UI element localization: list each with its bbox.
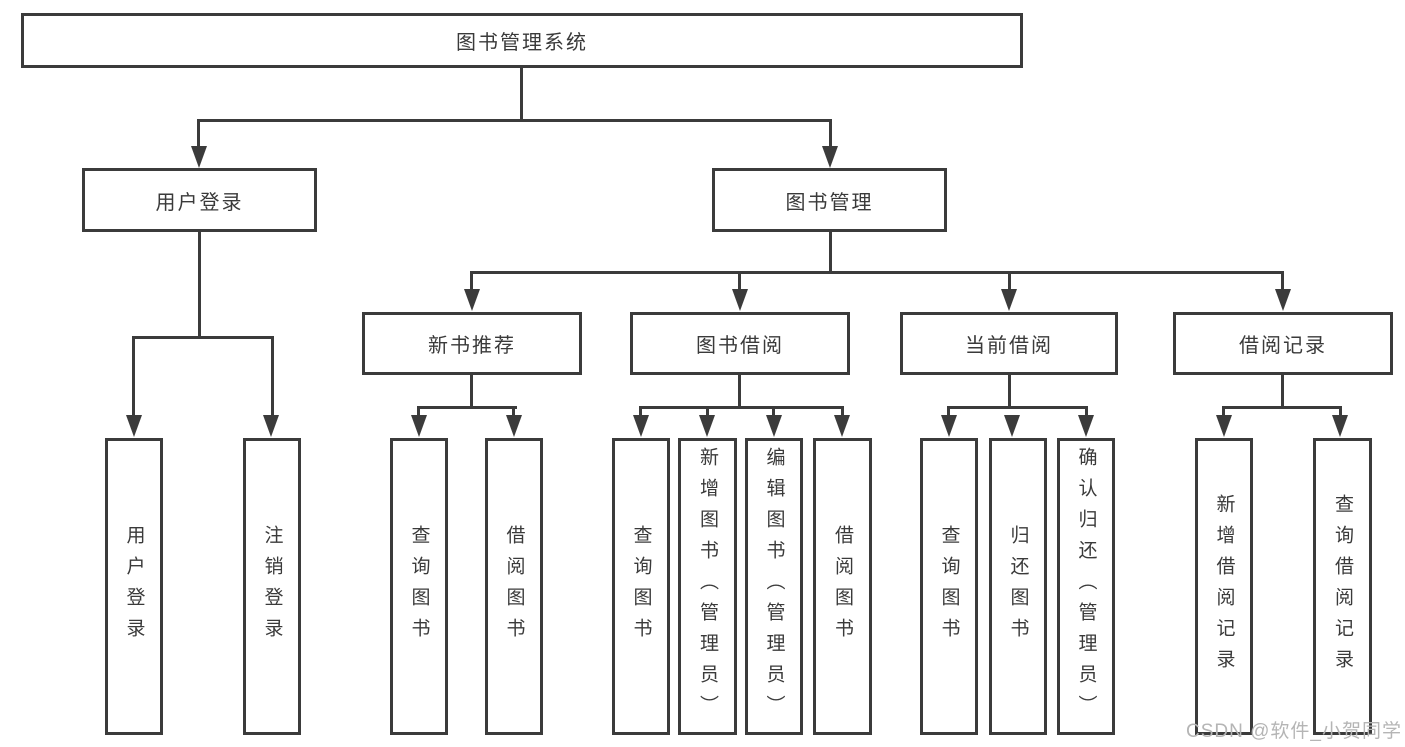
- leaf-borrow-books-recommend: 借阅图书: [485, 438, 543, 735]
- leaf-user-login: 用户登录: [105, 438, 163, 735]
- arrowhead-down-icon: [732, 289, 748, 311]
- arrowhead-down-icon: [822, 146, 838, 168]
- connector-line: [947, 406, 950, 418]
- node-root-label: 图书管理系统: [456, 32, 588, 54]
- connector-line: [829, 119, 832, 151]
- leaf-add-borrow-record: 新增借阅记录: [1195, 438, 1253, 735]
- leaf-query-books-current-label: 查询图书: [938, 524, 960, 649]
- connector-line: [417, 406, 420, 418]
- leaf-borrow-books-borrowing: 借阅图书: [813, 438, 872, 735]
- connector-line: [1222, 406, 1225, 418]
- leaf-query-books-current: 查询图书: [920, 438, 978, 735]
- connector-line: [470, 374, 473, 409]
- leaf-add-books-admin: 新增图书（管理员）: [678, 438, 737, 735]
- arrowhead-down-icon: [1004, 415, 1020, 437]
- node-book-borrowing-label: 图书借阅: [696, 335, 784, 357]
- node-borrowing-records-label: 借阅记录: [1239, 335, 1327, 357]
- connector-line: [512, 406, 515, 418]
- leaf-add-borrow-record-label: 新增借阅记录: [1213, 493, 1235, 680]
- connector-line: [829, 230, 832, 274]
- leaf-user-login-label: 用户登录: [123, 524, 145, 649]
- node-current-borrowing: 当前借阅: [900, 312, 1118, 375]
- arrowhead-down-icon: [1275, 289, 1291, 311]
- node-book-management: 图书管理: [712, 168, 947, 232]
- leaf-logout-label: 注销登录: [261, 524, 283, 649]
- connector-line: [1085, 406, 1088, 418]
- arrowhead-down-icon: [1078, 415, 1094, 437]
- node-borrowing-records: 借阅记录: [1173, 312, 1393, 375]
- arrowhead-down-icon: [1216, 415, 1232, 437]
- node-new-book-recommend-label: 新书推荐: [428, 335, 516, 357]
- node-book-management-label: 图书管理: [785, 191, 874, 214]
- connector-line: [417, 406, 517, 409]
- leaf-confirm-return-admin-label: 确认归还（管理员）: [1075, 447, 1097, 726]
- arrowhead-down-icon: [464, 289, 480, 311]
- node-new-book-recommend: 新书推荐: [362, 312, 582, 375]
- leaf-return-books-label: 归还图书: [1007, 524, 1029, 649]
- connector-line: [271, 336, 274, 418]
- arrowhead-down-icon: [126, 415, 142, 437]
- leaf-query-books-recommend: 查询图书: [390, 438, 448, 735]
- arrowhead-down-icon: [1001, 289, 1017, 311]
- arrowhead-down-icon: [766, 415, 782, 437]
- node-user-login: 用户登录: [82, 168, 317, 232]
- arrowhead-down-icon: [411, 415, 427, 437]
- connector-line: [706, 406, 709, 418]
- arrowhead-down-icon: [834, 415, 850, 437]
- arrowhead-down-icon: [1332, 415, 1348, 437]
- leaf-query-books-recommend-label: 查询图书: [408, 524, 430, 649]
- leaf-logout: 注销登录: [243, 438, 301, 735]
- leaf-confirm-return-admin: 确认归还（管理员）: [1057, 438, 1115, 735]
- connector-line: [1008, 374, 1011, 409]
- connector-line: [639, 406, 642, 418]
- connector-line: [198, 231, 201, 339]
- connector-line: [470, 271, 473, 293]
- connector-line: [132, 336, 274, 339]
- connector-line: [772, 406, 775, 418]
- node-user-login-label: 用户登录: [155, 191, 244, 214]
- leaf-add-books-admin-label: 新增图书（管理员）: [697, 447, 718, 726]
- connector-line: [841, 406, 844, 418]
- connector-line: [1008, 271, 1011, 293]
- node-book-borrowing: 图书借阅: [630, 312, 850, 375]
- arrowhead-down-icon: [263, 415, 279, 437]
- connector-line: [1339, 406, 1342, 418]
- leaf-query-books-borrowing-label: 查询图书: [630, 524, 652, 649]
- arrowhead-down-icon: [633, 415, 649, 437]
- leaf-borrow-books-recommend-label: 借阅图书: [503, 524, 525, 649]
- node-current-borrowing-label: 当前借阅: [965, 335, 1053, 357]
- connector-line: [738, 271, 741, 293]
- leaf-query-borrow-record: 查询借阅记录: [1313, 438, 1372, 735]
- leaf-return-books: 归还图书: [989, 438, 1047, 735]
- leaf-edit-books-admin-label: 编辑图书（管理员）: [763, 447, 785, 726]
- leaf-query-books-borrowing: 查询图书: [612, 438, 670, 735]
- connector-line: [520, 68, 523, 122]
- connector-line: [132, 336, 135, 418]
- connector-line: [738, 374, 741, 409]
- connector-line: [1281, 271, 1284, 293]
- connector-line: [1222, 406, 1342, 409]
- arrowhead-down-icon: [699, 415, 715, 437]
- node-root: 图书管理系统: [21, 13, 1023, 68]
- leaf-edit-books-admin: 编辑图书（管理员）: [745, 438, 803, 735]
- connector-line: [197, 119, 832, 122]
- connector-line: [639, 406, 844, 409]
- arrowhead-down-icon: [191, 146, 207, 168]
- arrowhead-down-icon: [506, 415, 522, 437]
- connector-line: [197, 119, 200, 151]
- connector-line: [947, 406, 1088, 409]
- leaf-query-borrow-record-label: 查询借阅记录: [1332, 493, 1353, 680]
- leaf-borrow-books-borrowing-label: 借阅图书: [832, 524, 853, 649]
- arrowhead-down-icon: [941, 415, 957, 437]
- csdn-watermark: CSDN @软件_小贺同学: [1186, 721, 1402, 742]
- connector-line: [1281, 374, 1284, 409]
- connector-line: [470, 271, 1284, 274]
